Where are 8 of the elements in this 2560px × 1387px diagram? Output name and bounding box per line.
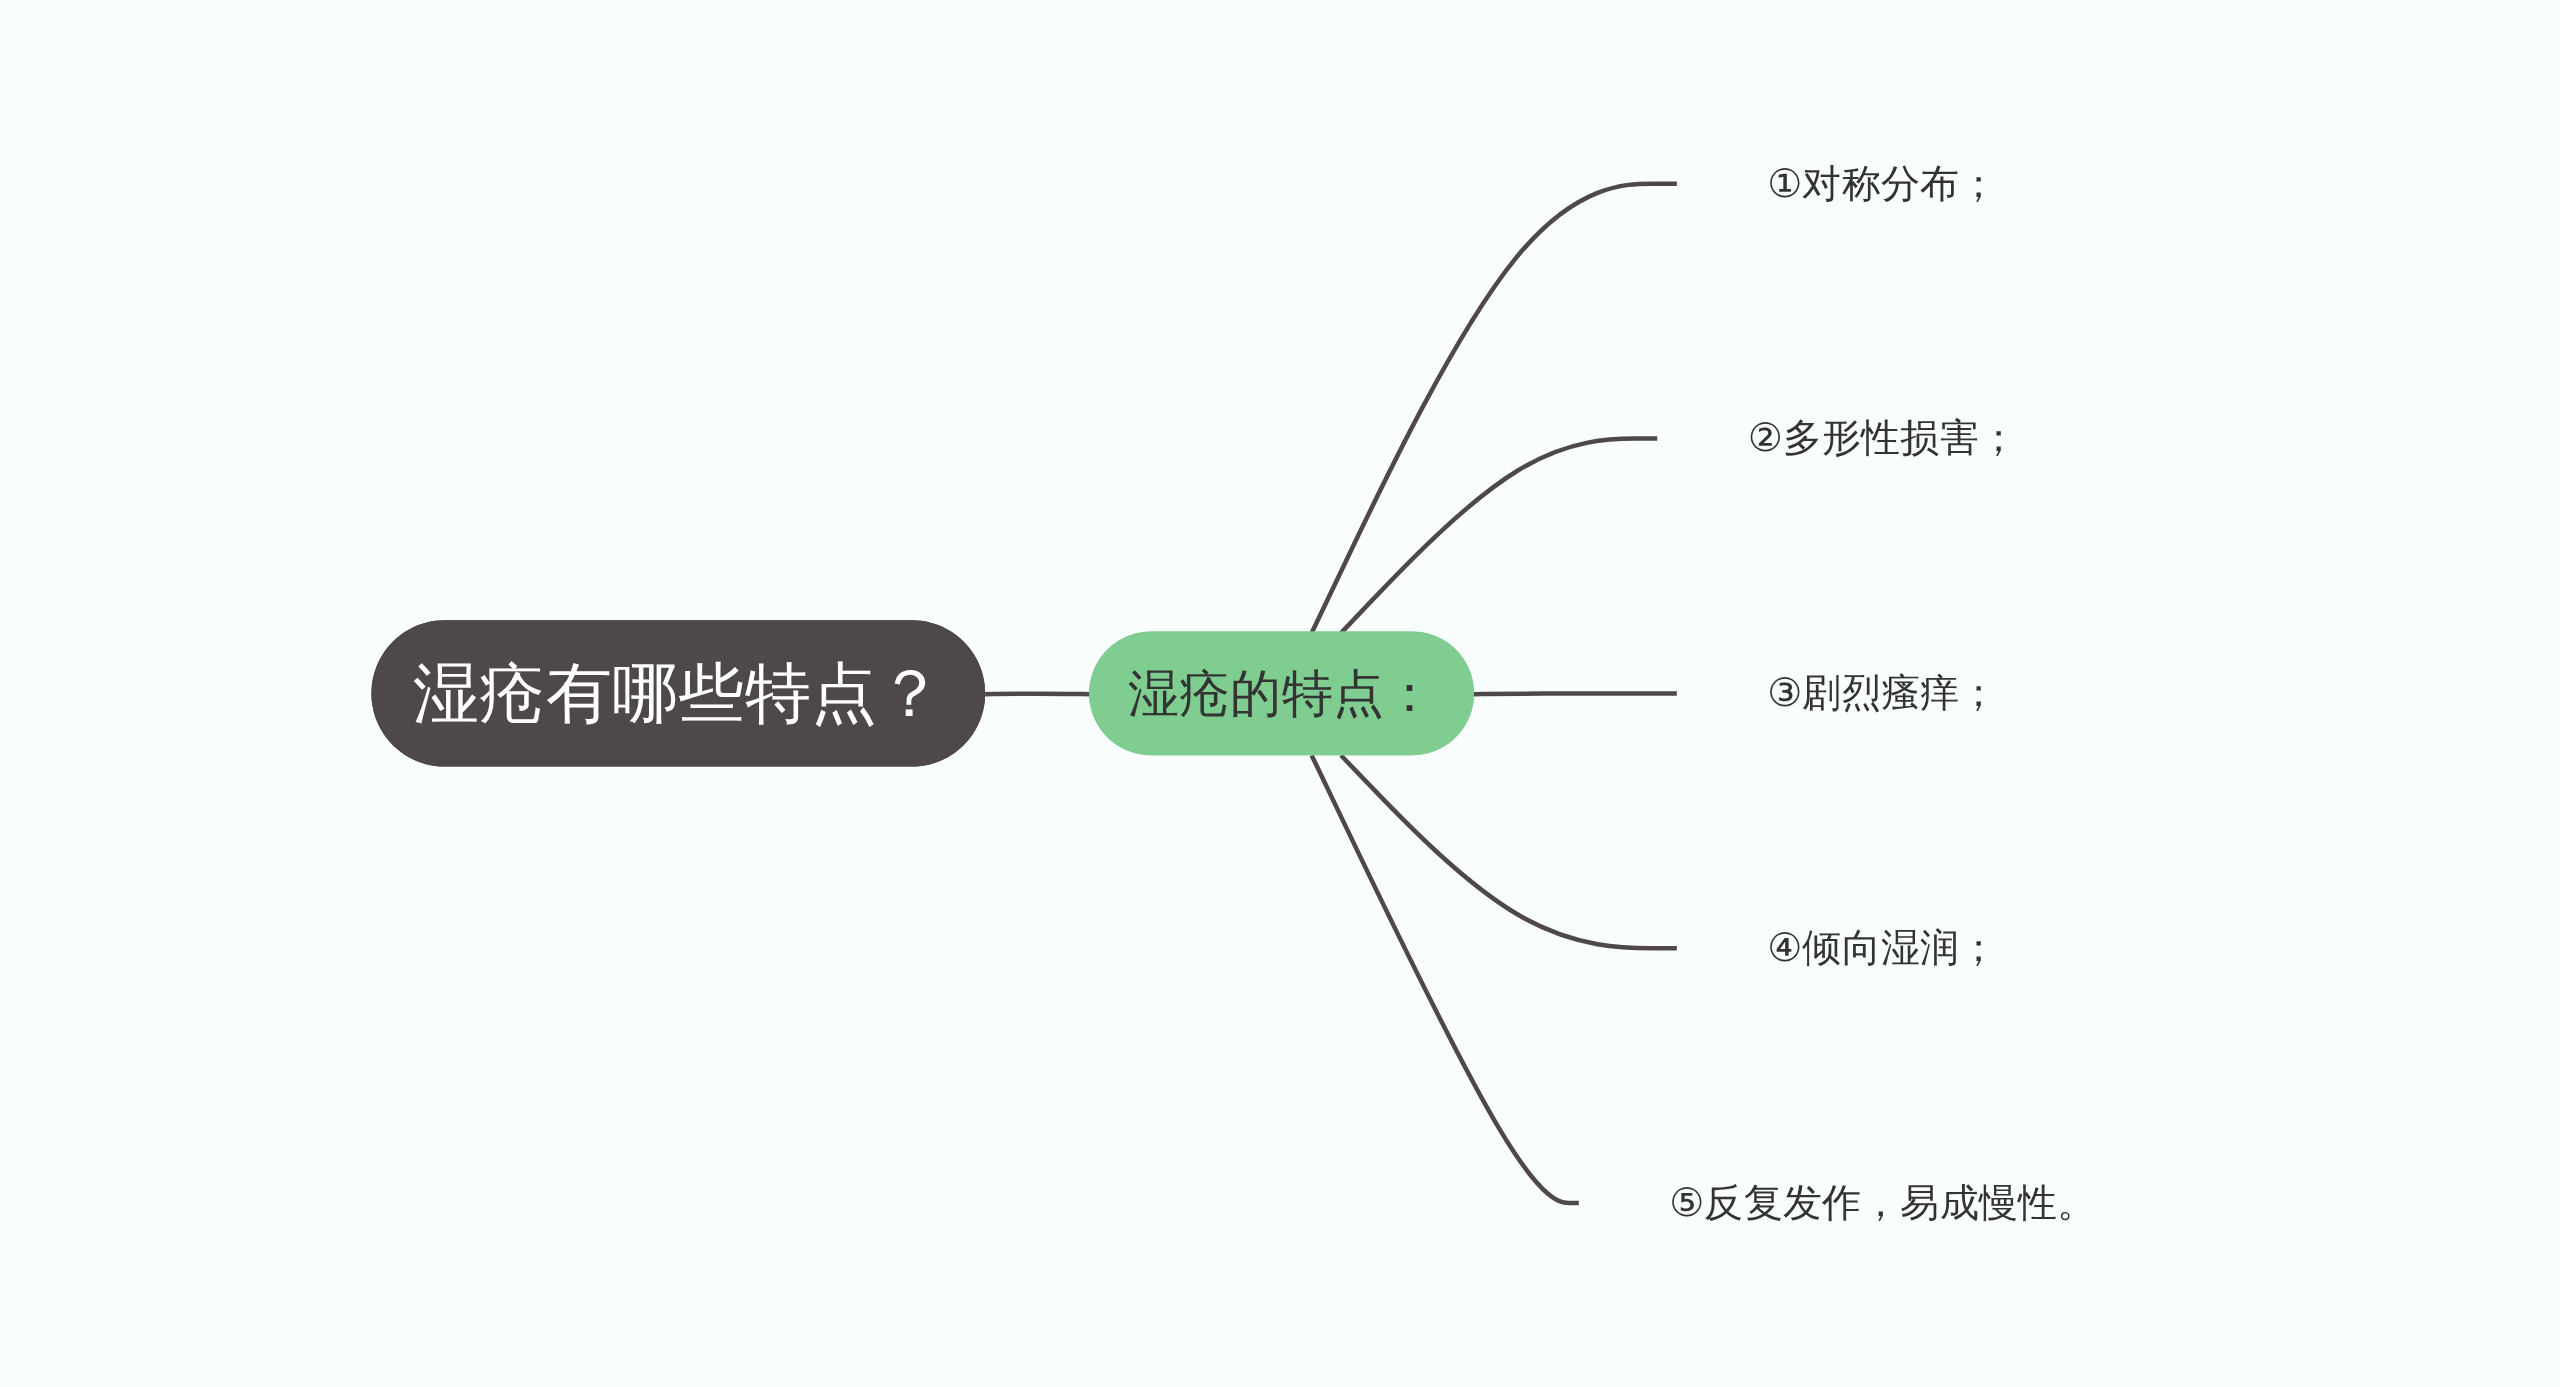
node-text: ④倾向湿润； — [1767, 924, 1999, 971]
connector — [1339, 753, 1678, 951]
node-text: ⑤反复发作，易成慢性。 — [1669, 1179, 2097, 1226]
node-text: ③剧烈瘙痒； — [1767, 670, 1999, 716]
node-text: ②多形性损害； — [1748, 415, 2019, 461]
node-text: ①对称分布； — [1767, 160, 1999, 206]
connector — [1474, 691, 1678, 697]
connector — [1310, 754, 1580, 1206]
